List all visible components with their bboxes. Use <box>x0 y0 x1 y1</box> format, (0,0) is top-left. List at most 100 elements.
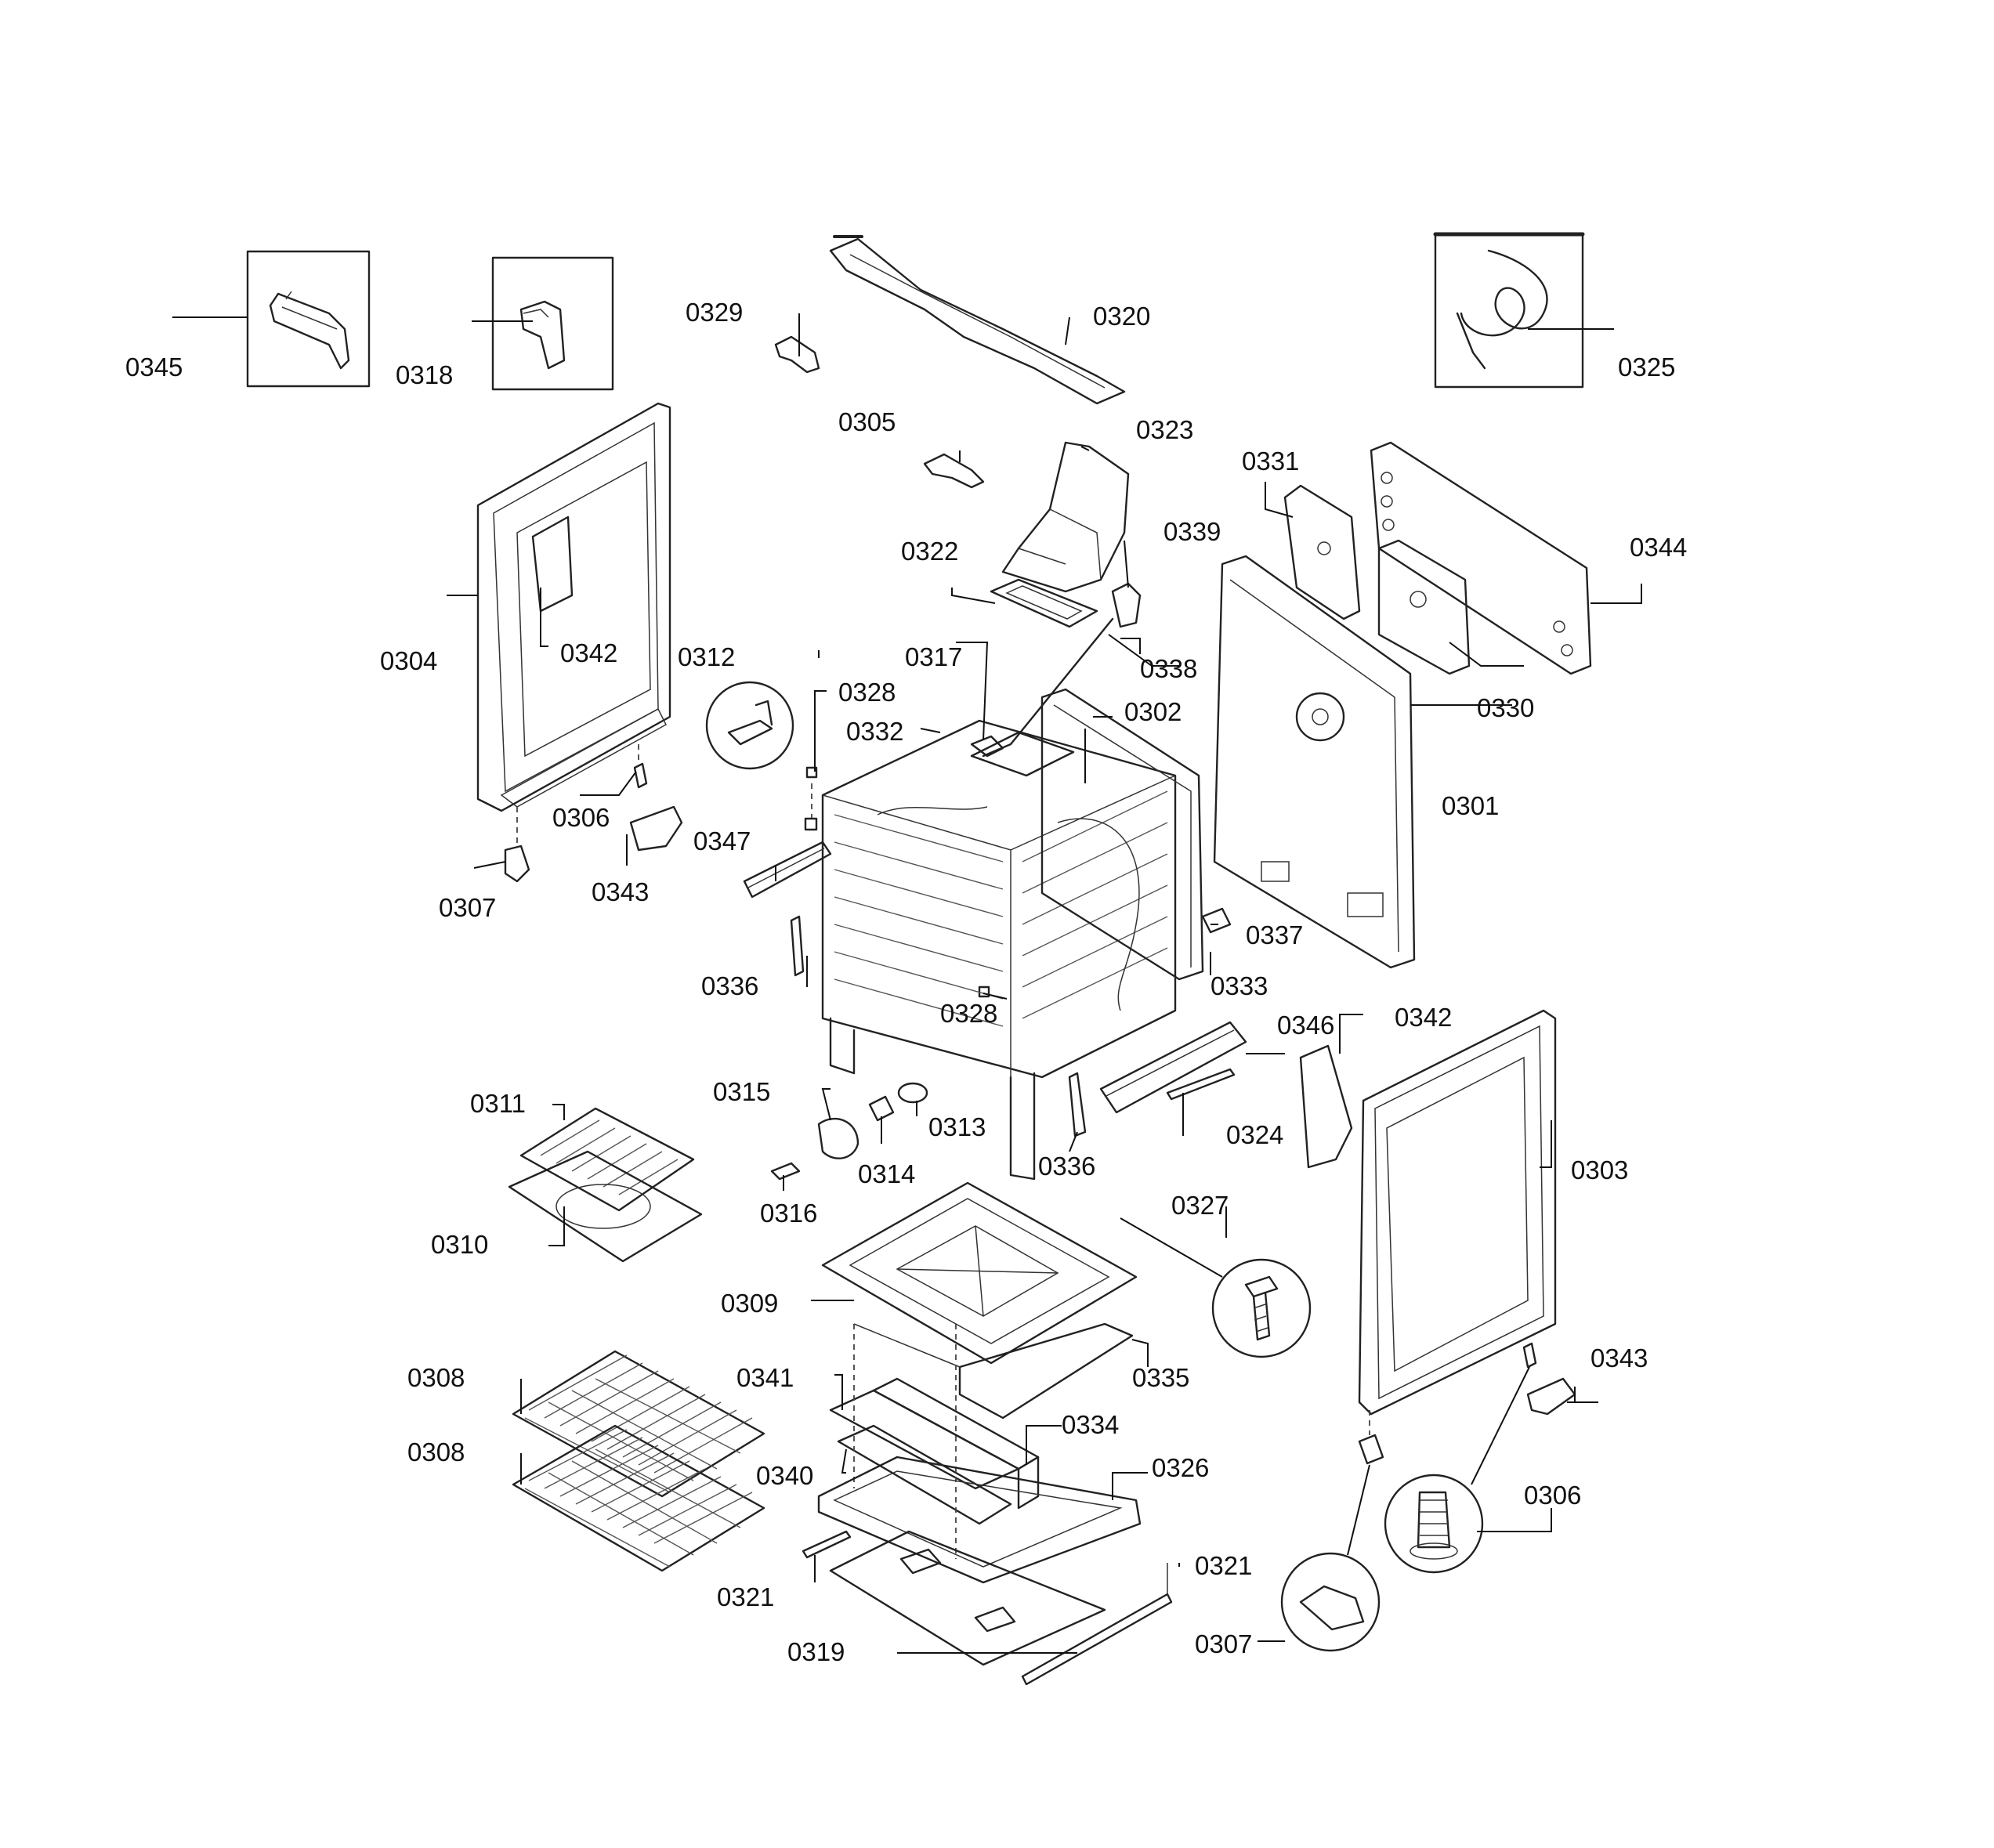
label-0342-right: 0342 <box>1395 1003 1452 1032</box>
label-0333: 0333 <box>1211 971 1268 1000</box>
part-0336-right-drawing <box>1068 1072 1087 1137</box>
label-0322: 0322 <box>901 537 958 566</box>
label-0342-left: 0342 <box>560 638 617 667</box>
label-0346: 0346 <box>1277 1011 1334 1040</box>
label-0327: 0327 <box>1171 1191 1229 1220</box>
label-0334: 0334 <box>1062 1410 1119 1439</box>
part-0308-bottom-drawing <box>512 1424 765 1572</box>
label-0347: 0347 <box>693 826 751 855</box>
part-0324-drawing <box>1166 1068 1236 1101</box>
label-0310: 0310 <box>431 1230 488 1259</box>
label-0343-left: 0343 <box>592 877 649 906</box>
label-0313: 0313 <box>928 1112 986 1141</box>
label-0329: 0329 <box>686 298 743 327</box>
label-0325: 0325 <box>1618 353 1675 382</box>
part-0301-drawing <box>1213 555 1416 969</box>
label-0321-left: 0321 <box>717 1582 774 1611</box>
part-0326-drawing <box>817 1456 1142 1584</box>
label-0343-right: 0343 <box>1590 1344 1648 1372</box>
part-0315-drawing <box>817 1117 859 1159</box>
label-0341: 0341 <box>736 1363 794 1392</box>
label-0323: 0323 <box>1136 415 1193 444</box>
label-0301: 0301 <box>1442 791 1499 820</box>
label-0326: 0326 <box>1152 1453 1209 1482</box>
part-0302-drawing <box>1040 688 1204 981</box>
label-0318: 0318 <box>396 360 453 389</box>
part-0329-drawing <box>774 335 820 374</box>
label-0338: 0338 <box>1140 654 1197 683</box>
label-0305: 0305 <box>838 407 896 436</box>
label-0304: 0304 <box>380 646 437 675</box>
part-0330-drawing <box>1377 539 1471 675</box>
part-0343-right-drawing <box>1526 1377 1576 1416</box>
label-0314: 0314 <box>858 1159 915 1188</box>
part-0339-drawing <box>982 582 1142 758</box>
label-0337: 0337 <box>1246 920 1303 949</box>
label-0307-right: 0307 <box>1195 1629 1252 1658</box>
part-0337-drawing <box>1201 907 1232 934</box>
oven-cavity-drawing <box>821 719 1177 1181</box>
part-0313-drawing <box>897 1082 928 1104</box>
label-0312: 0312 <box>678 642 735 671</box>
part-0345-drawing <box>246 250 371 388</box>
part-0343-left-drawing <box>629 805 683 852</box>
part-0342-right-drawing <box>1299 1044 1353 1169</box>
label-0339: 0339 <box>1163 517 1221 546</box>
label-0306-right: 0306 <box>1524 1481 1581 1510</box>
label-0335: 0335 <box>1132 1363 1189 1392</box>
part-0312-drawing <box>705 681 794 770</box>
label-0308-top: 0308 <box>407 1363 465 1392</box>
part-0307-right-drawing <box>1280 1410 1384 1652</box>
label-0316: 0316 <box>760 1199 817 1228</box>
part-0306-right-drawing <box>1384 1342 1537 1574</box>
label-0328-top: 0328 <box>838 678 896 707</box>
part-0311-drawing <box>519 1107 695 1212</box>
part-0334-drawing <box>872 1377 1040 1510</box>
label-0331: 0331 <box>1242 447 1299 476</box>
label-0319: 0319 <box>787 1637 845 1666</box>
part-0316-drawing <box>770 1162 801 1181</box>
label-0344: 0344 <box>1630 533 1687 562</box>
part-0307-left-drawing <box>504 807 530 883</box>
part-0303-drawing <box>1358 1009 1557 1416</box>
part-0325-drawing <box>1433 232 1585 389</box>
part-0319-drawing <box>829 1530 1106 1666</box>
part-0321-right-drawing <box>1021 1563 1173 1686</box>
part-0305-drawing <box>923 453 985 489</box>
part-0310-drawing <box>508 1150 703 1263</box>
label-0308-bottom: 0308 <box>407 1438 465 1466</box>
part-0309-drawing <box>821 1181 1138 1365</box>
label-0336-left: 0336 <box>701 971 758 1000</box>
part-0331-drawing <box>1283 484 1361 620</box>
part-0336-left-drawing <box>790 915 805 977</box>
part-0347-drawing <box>743 841 832 899</box>
part-0346-drawing <box>1099 1021 1247 1114</box>
label-0317: 0317 <box>905 642 962 671</box>
label-0345: 0345 <box>125 353 183 382</box>
leader-lines <box>172 313 1642 1654</box>
label-0302: 0302 <box>1124 697 1182 726</box>
part-0320-drawing <box>829 235 1126 405</box>
label-0336-right: 0336 <box>1038 1152 1095 1181</box>
label-0324: 0324 <box>1226 1120 1283 1149</box>
label-0332: 0332 <box>846 717 903 746</box>
part-0328-top-drawing <box>804 766 818 831</box>
part-0318-drawing <box>491 256 614 391</box>
label-0320: 0320 <box>1093 302 1150 331</box>
label-0306-left: 0306 <box>552 803 610 832</box>
label-0309: 0309 <box>721 1289 778 1318</box>
part-0317-drawing <box>970 735 1004 758</box>
label-0321-right: 0321 <box>1195 1551 1252 1580</box>
part-0304-drawing <box>476 402 671 812</box>
label-0340: 0340 <box>756 1461 813 1490</box>
part-labels: 0345 0318 0329 0320 0325 0305 0323 0331 … <box>125 298 1687 1666</box>
label-0315: 0315 <box>713 1077 770 1106</box>
part-0314-drawing <box>868 1095 895 1122</box>
label-0307-left: 0307 <box>439 893 496 922</box>
part-0344-drawing <box>1370 441 1592 675</box>
part-0335-drawing <box>853 1322 1134 1419</box>
part-0322-drawing <box>990 578 1098 628</box>
part-0321-left-drawing <box>802 1530 852 1559</box>
part-0327-drawing <box>1120 1217 1312 1358</box>
